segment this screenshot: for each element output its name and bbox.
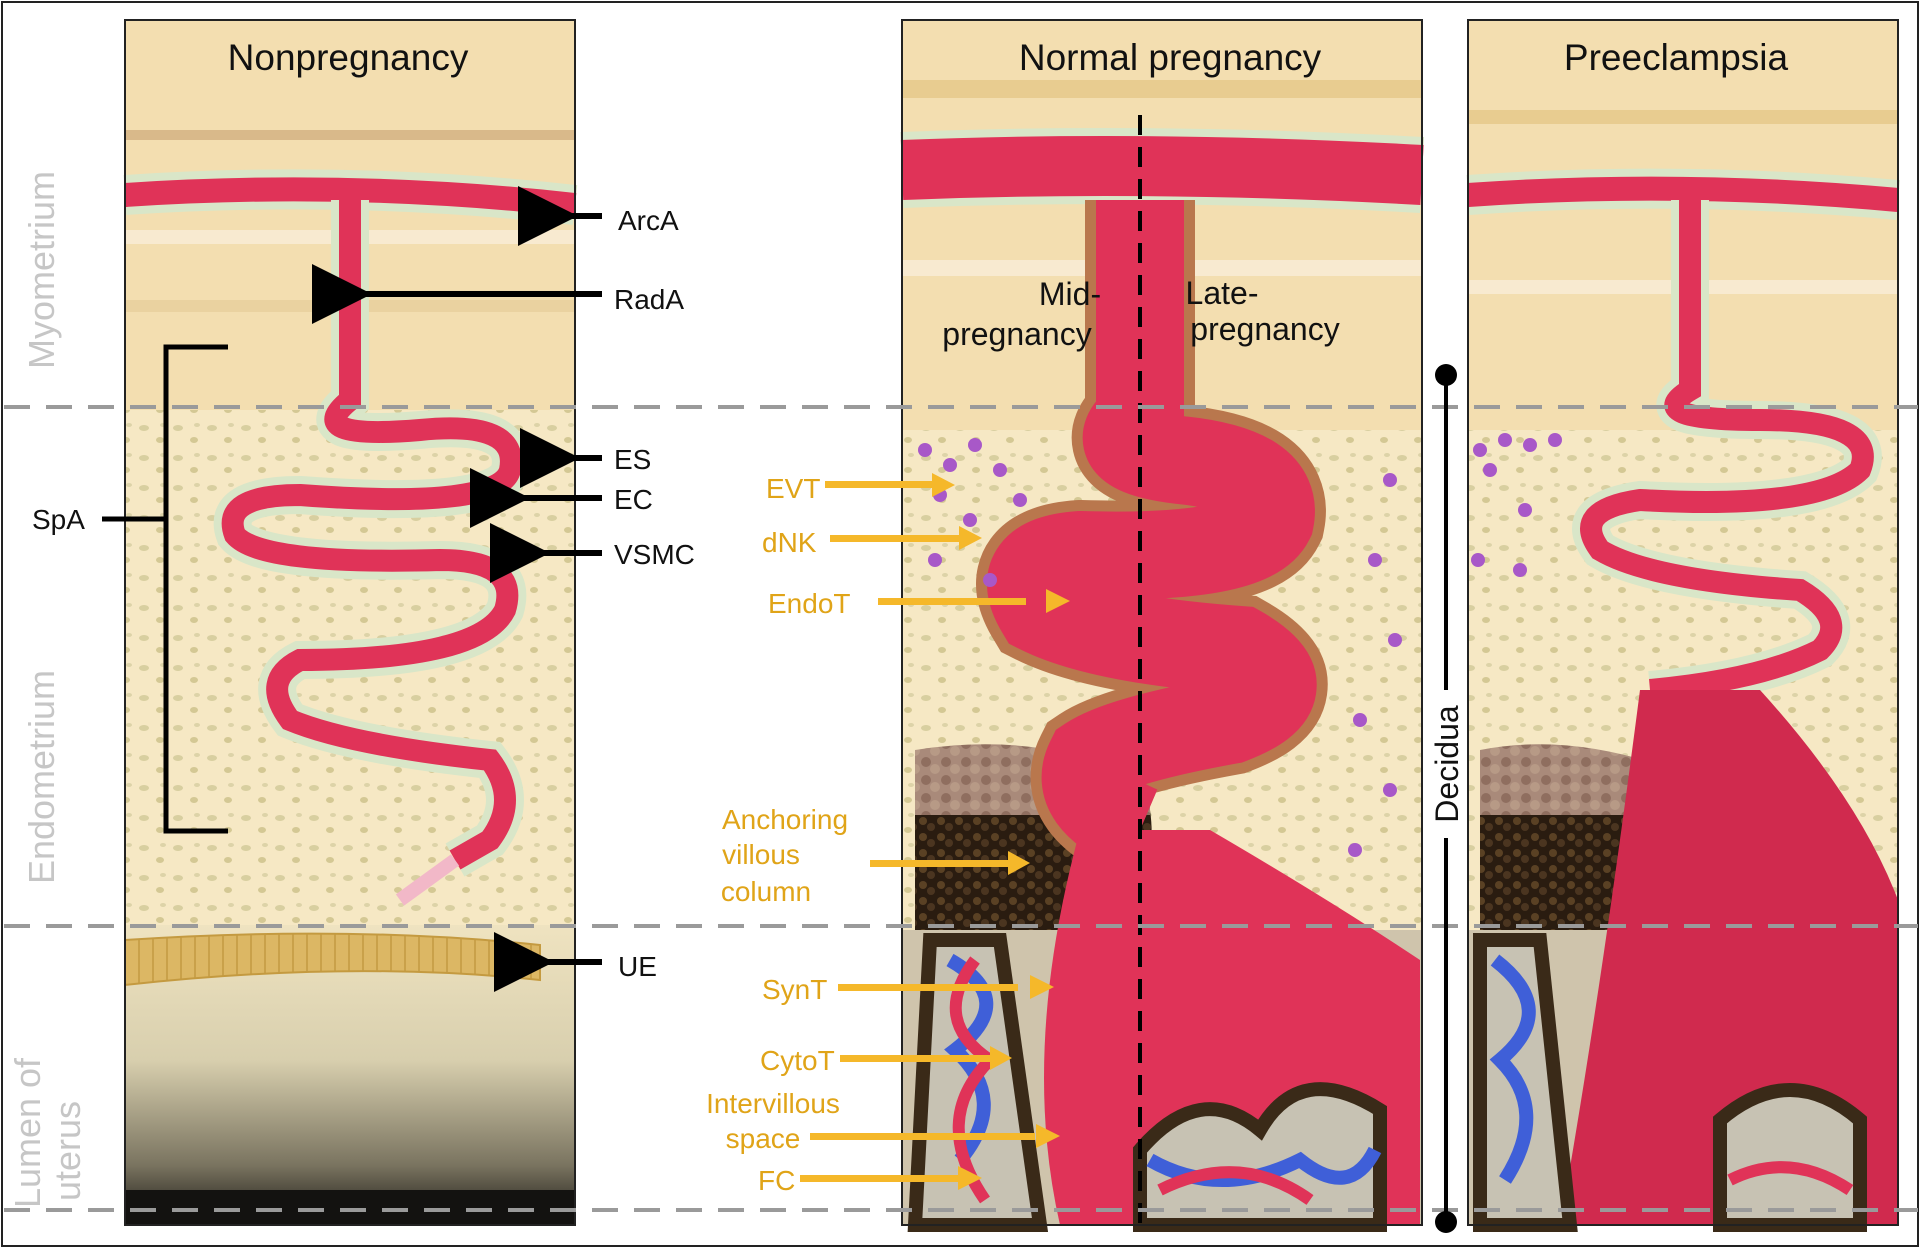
- layer-label-lumen-line1: Lumen of: [7, 1057, 48, 1208]
- label-synt: SynT: [762, 974, 827, 1005]
- label-late-line1: Late-: [1186, 275, 1259, 311]
- panel-title-normal-pregnancy: Normal pregnancy: [1019, 37, 1322, 78]
- label-es: ES: [614, 444, 651, 475]
- label-rada: RadA: [614, 284, 684, 315]
- label-vsmc: VSMC: [614, 539, 695, 570]
- label-evt: EVT: [766, 473, 820, 504]
- label-ec: EC: [614, 484, 653, 515]
- layer-label-decidua: Decidua: [1429, 705, 1465, 823]
- panel-title-nonpregnancy: Nonpregnancy: [228, 37, 469, 78]
- label-anchoring-line2: villous: [722, 839, 800, 870]
- label-anchoring-line1: Anchoring: [722, 804, 848, 835]
- panel-preeclampsia: [1466, 19, 1900, 1232]
- label-spa: SpA: [32, 504, 85, 535]
- label-anchoring-line3: column: [721, 876, 811, 907]
- panel-title-preeclampsia: Preeclampsia: [1564, 37, 1789, 78]
- decidua-dot-top: [1435, 364, 1457, 386]
- label-cytot: CytoT: [760, 1045, 835, 1076]
- label-fc: FC: [758, 1165, 795, 1196]
- label-intervillous-line1: Intervillous: [706, 1088, 840, 1119]
- layer-label-lumen-line2: uterus: [47, 1101, 88, 1201]
- panel-normal-pregnancy: [900, 19, 1425, 1232]
- decidua-dot-bottom: [1435, 1211, 1457, 1233]
- label-arca: ArcA: [618, 205, 679, 236]
- decidua-label-bg: [1426, 696, 1466, 832]
- gold-arrows: [800, 473, 1070, 1190]
- label-dnk: dNK: [762, 527, 817, 558]
- label-intervillous-line2: space: [726, 1123, 801, 1154]
- layer-label-endometrium: Endometrium: [21, 670, 62, 884]
- spa-bracket: [163, 344, 228, 834]
- label-mid-line2: pregnancy: [942, 316, 1091, 352]
- left-arrows: [312, 186, 602, 992]
- label-ue: UE: [618, 951, 657, 982]
- label-mid-line1: Mid-: [1039, 276, 1101, 312]
- panel-nonpregnancy: [123, 19, 578, 1226]
- label-endot: EndoT: [768, 588, 851, 619]
- layer-label-myometrium: Myometrium: [21, 171, 62, 369]
- label-late-line2: pregnancy: [1190, 311, 1339, 347]
